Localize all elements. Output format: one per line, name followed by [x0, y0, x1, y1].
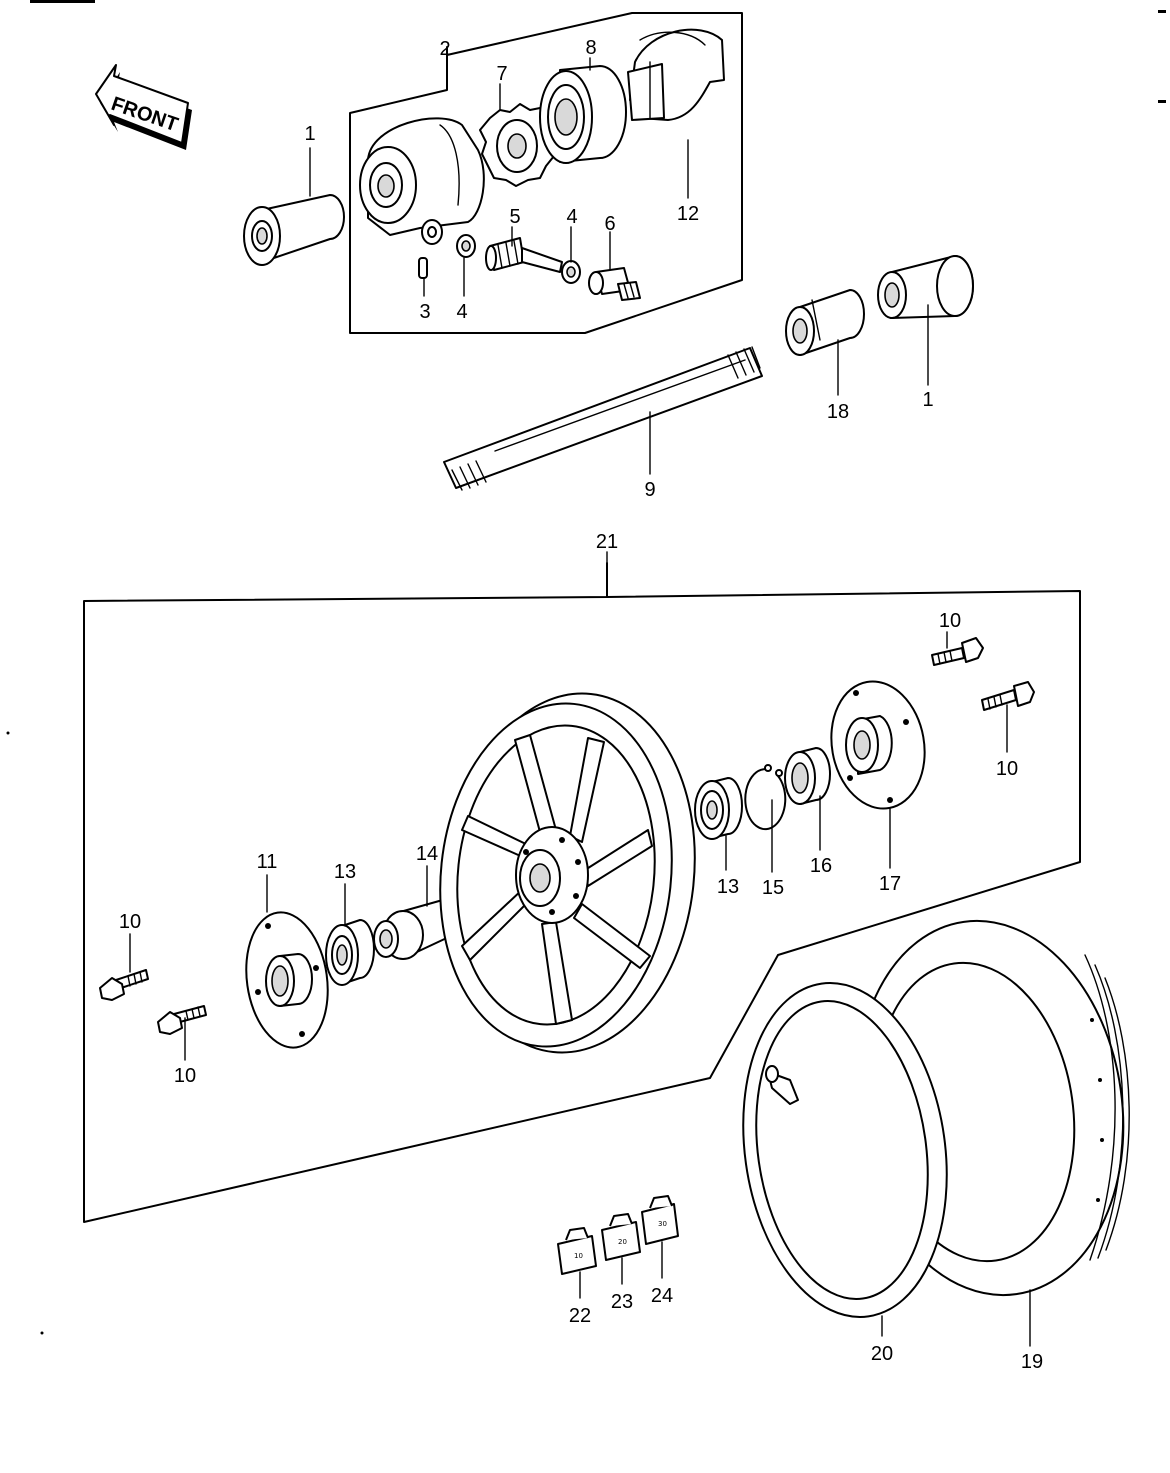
washer-part-4-b: [561, 260, 581, 284]
callout-18: 18: [827, 401, 849, 423]
edge-marks: [6, 0, 1166, 1335]
spacer-part-18: [785, 289, 865, 356]
callout-23: 23: [611, 1291, 633, 1313]
callout-numbers: 1 2 3 4 5 4 6 7 8 12 9 18 1 21 10 10 10 …: [119, 37, 1043, 1373]
brake-pad-part-23: 20: [601, 1213, 641, 1261]
callout-13-left: 13: [334, 861, 356, 883]
callout-4-right: 4: [566, 206, 577, 228]
bearing-part-8: [539, 65, 627, 164]
cover-part-12: [627, 28, 725, 121]
pinion-shaft-part-5: [485, 237, 563, 273]
bolt-part-10-left-upper: [99, 969, 149, 1001]
callout-6: 6: [604, 213, 615, 235]
callout-19: 19: [1021, 1351, 1043, 1373]
inner-tube-part-20: [742, 982, 948, 1318]
pad-24-mark: 30: [658, 1220, 667, 1228]
callout-5: 5: [509, 206, 520, 228]
pad-22-mark: 10: [574, 1252, 583, 1260]
callout-8: 8: [585, 37, 596, 59]
callout-15: 15: [762, 877, 784, 899]
callout-10-left-lower: 10: [174, 1065, 196, 1087]
gear-housing-part-2: [359, 117, 485, 245]
callout-3: 3: [419, 301, 430, 323]
disc-plate-part-17: [830, 680, 926, 810]
callout-2: 2: [439, 38, 450, 60]
bolt-part-10-right: [981, 681, 1035, 711]
callout-13-right: 13: [717, 876, 739, 898]
washer-part-4-a: [456, 234, 476, 258]
callout-12: 12: [677, 203, 699, 225]
callout-21: 21: [596, 531, 618, 553]
callout-1-left: 1: [304, 123, 315, 145]
brake-pad-part-22: 10: [557, 1227, 597, 1275]
callout-22: 22: [569, 1305, 591, 1327]
bearing-part-13-left: [325, 919, 375, 986]
callout-7: 7: [496, 63, 507, 85]
drive-fitting-part-6: [588, 267, 641, 301]
front-arrow: FRONT: [95, 64, 192, 150]
callout-24: 24: [651, 1285, 673, 1307]
callout-9: 9: [644, 479, 655, 501]
callout-10-right: 10: [996, 758, 1018, 780]
assembly-bracket-2: [349, 12, 743, 334]
pin-part-3: [418, 257, 428, 279]
pad-23-mark: 20: [618, 1238, 627, 1246]
assembly-bracket-21: [83, 562, 1081, 1223]
bolt-part-10-top: [931, 637, 984, 666]
cast-wheel: [439, 692, 696, 1054]
leader-lines: [129, 57, 1031, 1347]
bolt-part-10-left-lower: [157, 1005, 207, 1035]
callout-10-left-upper: 10: [119, 911, 141, 933]
callout-11: 11: [257, 851, 278, 873]
axle-part-9: [443, 346, 763, 491]
callout-17: 17: [879, 873, 901, 895]
callout-20: 20: [871, 1343, 893, 1365]
callout-14: 14: [416, 843, 438, 865]
callout-4-left: 4: [456, 301, 467, 323]
collar-part-1-right: [877, 255, 974, 319]
collar-part-1-left: [243, 194, 345, 266]
callout-1-right: 1: [922, 389, 933, 411]
circlip-part-15: [744, 764, 787, 831]
callout-10-top: 10: [939, 610, 961, 632]
wheel-spokes: [461, 734, 653, 1025]
brake-pad-part-24: 30: [641, 1195, 679, 1245]
callout-16: 16: [810, 855, 832, 877]
bearing-part-13-right: [694, 777, 743, 840]
gear-part-7: [479, 103, 555, 187]
oil-seal-part-16: [784, 747, 831, 805]
disc-plate-part-11: [245, 911, 329, 1049]
